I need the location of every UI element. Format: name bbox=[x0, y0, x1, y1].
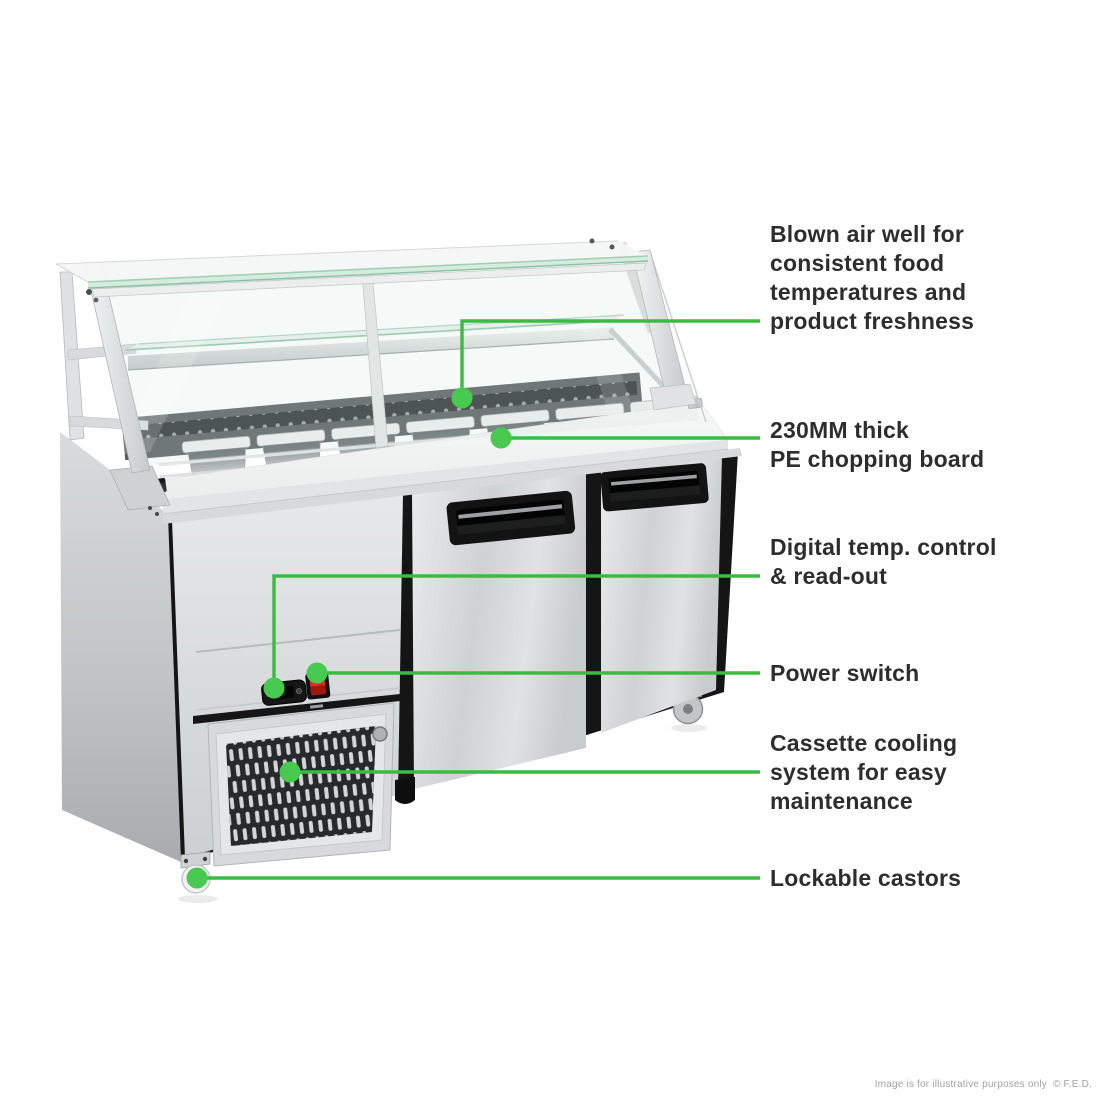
callout-label-air-well: Blown air well for consistent food tempe… bbox=[770, 220, 974, 336]
callout-text: consistent food bbox=[770, 250, 945, 276]
grille-hole bbox=[372, 726, 388, 742]
front-glass bbox=[94, 254, 700, 466]
cooling-grille bbox=[207, 702, 395, 867]
callout-text: maintenance bbox=[770, 788, 913, 814]
door-right-handle bbox=[600, 463, 709, 512]
chopping-board bbox=[109, 398, 742, 524]
cabinet-body bbox=[60, 432, 738, 903]
callout-line-air-well bbox=[460, 319, 760, 398]
callout-text: Cassette cooling bbox=[770, 730, 958, 756]
callout-label-lockable-castors: Lockable castors bbox=[770, 864, 961, 893]
callout-text: & read-out bbox=[770, 563, 887, 589]
door-hinge-foot bbox=[395, 777, 415, 804]
top-glass bbox=[55, 238, 649, 289]
door-left-handle bbox=[446, 490, 576, 546]
canopy-top-rail bbox=[91, 262, 647, 298]
callout-text: temperatures and bbox=[770, 279, 967, 305]
callout-text: Digital temp. control bbox=[770, 534, 997, 560]
door-right bbox=[601, 456, 722, 733]
callout-text: PE chopping board bbox=[770, 446, 985, 472]
callout-label-power-switch: Power switch bbox=[770, 659, 919, 688]
callout-label-cassette-cooling: Cassette cooling system for easy mainten… bbox=[770, 729, 957, 816]
callout-text: system for easy bbox=[770, 759, 947, 785]
callout-dot-air-well bbox=[451, 387, 473, 409]
callout-dot-digital-temp bbox=[263, 677, 285, 699]
callout-dot-cassette-cooling bbox=[279, 761, 301, 783]
callout-dot-power-switch bbox=[306, 662, 328, 684]
callout-text: product freshness bbox=[770, 308, 975, 334]
callout-text: Power switch bbox=[770, 660, 920, 686]
disclaimer-text: Image is for illustrative purposes only bbox=[874, 1079, 1048, 1090]
callout-line-digital-temp bbox=[272, 574, 760, 688]
rating-label bbox=[309, 704, 324, 709]
callout-text: Blown air well for bbox=[770, 221, 965, 247]
callout-dot-chopping-board bbox=[490, 427, 512, 449]
callout-text: Lockable castors bbox=[770, 865, 962, 891]
brand-text: © F.E.D. bbox=[1053, 1079, 1092, 1090]
cabinet-left-side bbox=[60, 432, 181, 862]
door-left bbox=[412, 471, 586, 789]
callout-dot-lockable-castors bbox=[186, 867, 208, 889]
callout-overlay bbox=[186, 319, 760, 889]
callout-text: 230MM thick bbox=[770, 417, 909, 443]
callout-label-digital-temp: Digital temp. control & read-out bbox=[770, 533, 997, 591]
footer-disclaimer: Image is for illustrative purposes only ©… bbox=[869, 1079, 1092, 1090]
display-canopy bbox=[55, 238, 707, 474]
callout-label-chopping-board: 230MM thick PE chopping board bbox=[770, 416, 984, 474]
